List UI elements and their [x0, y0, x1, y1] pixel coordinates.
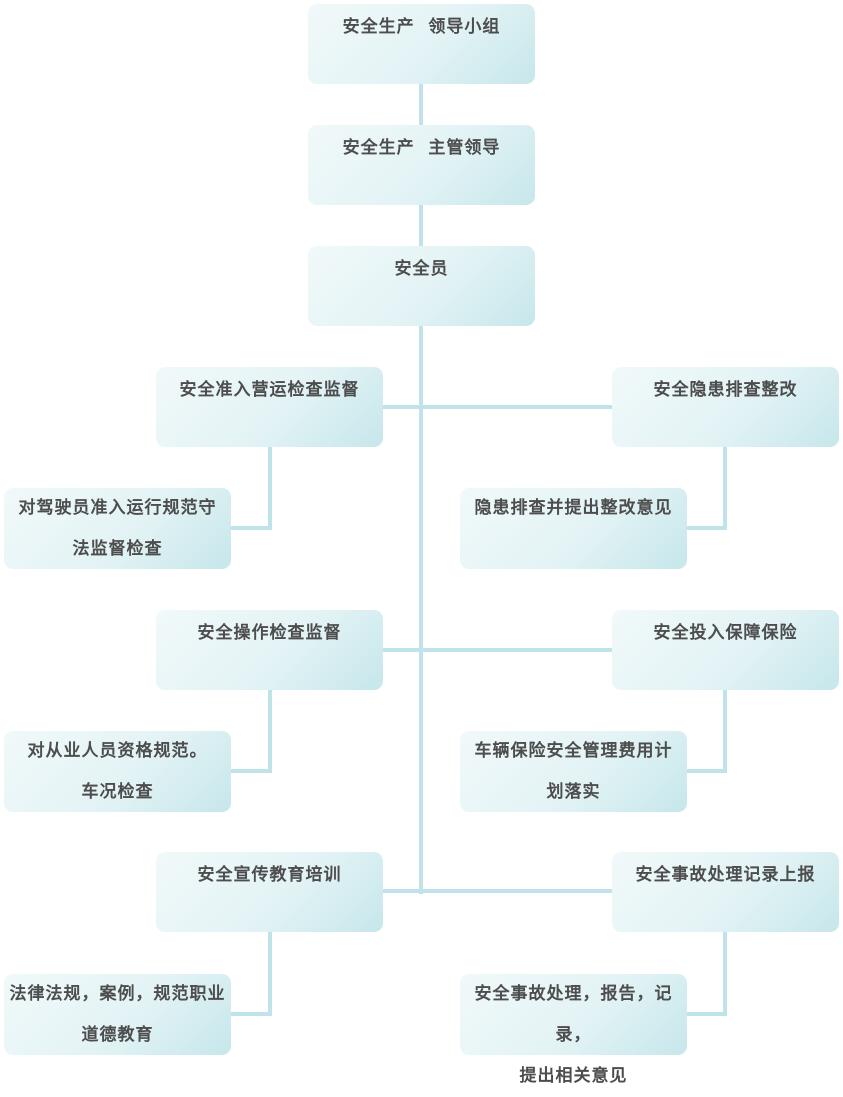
node-label: 安全隐患排查整改 [653, 380, 798, 400]
connector-row1 [383, 405, 613, 409]
node-accident-reporting: 安全事故处理记录上报 [612, 852, 839, 932]
node-label: 安全投入保障保险 [653, 623, 798, 643]
node-detail-line: 车况检查 [81, 782, 154, 802]
connector-row3 [383, 889, 613, 893]
node-investment-insurance-detail: 车辆保险安全管理费用计 划落实 [460, 731, 687, 812]
connector-left3-down [268, 932, 272, 1016]
node-hazard-rectification-detail: 隐患排查并提出整改意见 [460, 488, 687, 569]
node-detail-line: 法监督检查 [72, 539, 163, 559]
node-detail-line: 提出相关意见 [519, 1066, 628, 1086]
node-accident-reporting-detail: 安全事故处理，报告，记录， 提出相关意见 [460, 974, 687, 1086]
node-label: 安全生产 领导小组 [342, 17, 501, 37]
connector-vertical-trunk [419, 84, 423, 894]
connector-left1-in [231, 526, 272, 530]
node-leadership-group: 安全生产 领导小组 [308, 4, 535, 84]
node-access-inspection: 安全准入营运检查监督 [156, 367, 383, 447]
node-detail-line: 法律法规，案例，规范职业 [9, 984, 226, 1004]
node-label: 安全宣传教育培训 [197, 865, 342, 885]
node-label: 安全事故处理记录上报 [635, 865, 816, 885]
connector-right1-in [686, 526, 727, 530]
node-label: 安全员 [394, 259, 449, 279]
node-detail-line: 车辆保险安全管理费用计 [474, 741, 673, 761]
node-label: 安全操作检查监督 [197, 623, 342, 643]
node-operation-inspection: 安全操作检查监督 [156, 610, 383, 690]
connector-left2-in [231, 769, 272, 773]
node-detail-line: 隐患排查并提出整改意见 [474, 498, 673, 518]
connector-row2 [383, 648, 613, 652]
connector-right1-down [723, 447, 727, 530]
node-detail-line: 道德教育 [81, 1025, 154, 1045]
node-access-inspection-detail: 对驾驶员准入运行规范守 法监督检查 [4, 488, 231, 569]
connector-right2-down [723, 689, 727, 773]
node-investment-insurance: 安全投入保障保险 [612, 610, 839, 690]
node-label: 安全生产 主管领导 [342, 138, 501, 158]
connector-left1-down [268, 447, 272, 530]
node-safety-officer: 安全员 [308, 246, 535, 326]
node-hazard-rectification: 安全隐患排查整改 [612, 367, 839, 447]
node-detail-line: 安全事故处理，报告，记录， [474, 984, 673, 1045]
connector-left2-down [268, 689, 272, 773]
node-detail-line: 对驾驶员准入运行规范守 [18, 498, 217, 518]
connector-right2-in [686, 769, 727, 773]
connector-right3-down [723, 932, 727, 1016]
node-education-training: 安全宣传教育培训 [156, 852, 383, 932]
node-label: 安全准入营运检查监督 [179, 380, 360, 400]
node-education-training-detail: 法律法规，案例，规范职业 道德教育 [4, 974, 231, 1055]
node-supervising-leader: 安全生产 主管领导 [308, 125, 535, 205]
node-operation-inspection-detail: 对从业人员资格规范。 车况检查 [4, 731, 231, 812]
node-detail-line: 对从业人员资格规范。 [27, 741, 208, 761]
connector-right3-in [686, 1012, 727, 1016]
connector-left3-in [231, 1012, 272, 1016]
node-detail-line: 划落实 [546, 782, 601, 802]
